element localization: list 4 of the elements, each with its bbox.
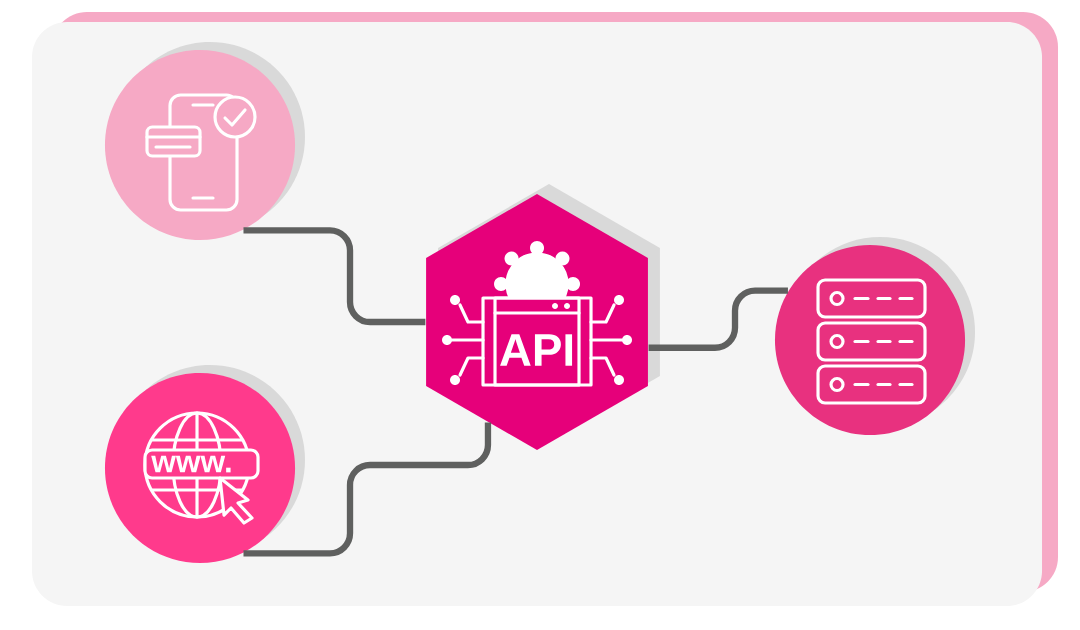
web-address: www.	[151, 455, 231, 473]
connector-line	[243, 422, 492, 557]
connector-line	[243, 227, 426, 326]
api-label: API	[500, 334, 573, 366]
